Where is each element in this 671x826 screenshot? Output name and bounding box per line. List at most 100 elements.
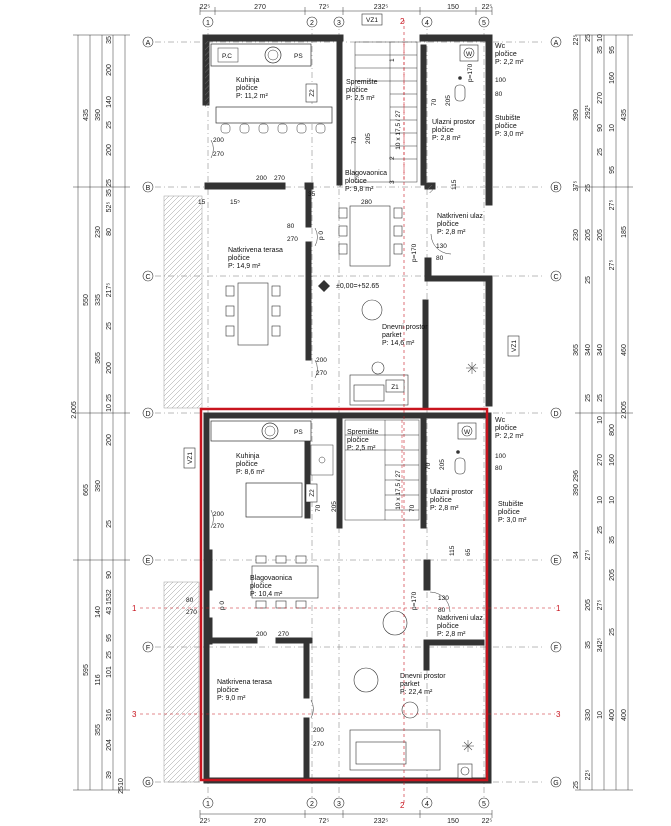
- svg-text:70: 70: [409, 504, 416, 512]
- room-pantry-lower: Spremište pločice P: 2,5 m²: [347, 429, 379, 452]
- svg-text:270: 270: [313, 741, 324, 748]
- svg-text:Natkriveni ulaz: Natkriveni ulaz: [437, 615, 483, 622]
- svg-text:200: 200: [213, 511, 224, 518]
- svg-text:390: 390: [95, 109, 102, 121]
- svg-text:400: 400: [621, 709, 628, 721]
- svg-text:22⁵: 22⁵: [482, 4, 493, 11]
- svg-text:pločice: pločice: [236, 85, 258, 92]
- tag-vz1-top: VZ1: [361, 13, 383, 26]
- svg-text:25: 25: [597, 526, 604, 534]
- svg-text:W: W: [464, 429, 471, 436]
- room-terrace-lower: Natkrivena terasa pločice P: 9,0 m²: [217, 679, 272, 702]
- svg-text:150: 150: [447, 818, 459, 825]
- svg-text:43 1532: 43 1532: [106, 589, 113, 614]
- svg-text:B: B: [146, 185, 151, 192]
- svg-text:270: 270: [274, 175, 285, 182]
- sofa-lower: [349, 729, 441, 771]
- svg-text:3: 3: [337, 20, 341, 27]
- svg-text:VZ1: VZ1: [366, 17, 378, 24]
- svg-text:342⁵: 342⁵: [597, 638, 604, 653]
- svg-text:1: 1: [206, 20, 210, 27]
- svg-text:pločice: pločice: [236, 461, 258, 468]
- svg-text:Dnevni prostor: Dnevni prostor: [382, 324, 428, 331]
- svg-text:Natkrivena terasa: Natkrivena terasa: [228, 247, 283, 254]
- svg-text:25: 25: [597, 394, 604, 402]
- svg-text:270: 270: [597, 454, 604, 466]
- svg-text:Blagovaonica: Blagovaonica: [345, 170, 387, 177]
- svg-text:22⁵: 22⁵: [200, 818, 211, 825]
- svg-text:80: 80: [106, 228, 113, 236]
- svg-text:P: 11,2 m²: P: 11,2 m²: [236, 93, 268, 100]
- section-markers: 1 3 1 3 2 2: [132, 17, 561, 810]
- dimension-left-labels: 2.005 435 550 665 595 390 230 335 365 39…: [71, 36, 125, 794]
- svg-text:270: 270: [287, 236, 298, 243]
- svg-text:390: 390: [95, 480, 102, 492]
- svg-text:3: 3: [556, 710, 561, 719]
- plant-icon-lower: [462, 740, 474, 752]
- svg-text:15⁵: 15⁵: [230, 199, 240, 206]
- svg-text:205: 205: [365, 133, 372, 144]
- svg-text:27⁵: 27⁵: [609, 260, 616, 271]
- svg-text:115: 115: [451, 179, 458, 190]
- svg-text:25: 25: [106, 179, 113, 187]
- svg-text:200: 200: [316, 357, 327, 364]
- room-wc-lower: Wc pločice P: 2,2 m²: [495, 417, 524, 440]
- svg-text:A: A: [146, 40, 151, 47]
- tag-z1: Z1: [385, 379, 405, 393]
- svg-text:10: 10: [118, 778, 125, 786]
- svg-text:200: 200: [106, 64, 113, 76]
- svg-text:270: 270: [213, 151, 224, 158]
- svg-text:±0,00=+52.65: ±0,00=+52.65: [336, 283, 379, 290]
- svg-text:pločice: pločice: [430, 497, 452, 504]
- svg-text:25: 25: [106, 121, 113, 129]
- svg-text:270: 270: [254, 4, 266, 11]
- svg-text:p 0: p 0: [219, 601, 226, 610]
- svg-text:pločice: pločice: [495, 51, 517, 58]
- svg-text:115: 115: [449, 545, 456, 556]
- pc-tag: P.C: [222, 53, 232, 60]
- svg-text:80: 80: [438, 607, 446, 614]
- svg-text:316: 316: [106, 709, 113, 721]
- svg-text:Stubište: Stubište: [498, 501, 523, 508]
- svg-text:Kuhinja: Kuhinja: [236, 453, 259, 460]
- column-markers: 1 2 3 4 5 1 2 3 4 5: [202, 16, 490, 809]
- svg-text:70: 70: [351, 136, 358, 144]
- svg-text:P: 2,5 m²: P: 2,5 m²: [347, 445, 376, 452]
- dimension-bottom-labels: 22⁵ 270 72⁵ 232⁵ 150 22⁵: [200, 818, 493, 825]
- svg-text:1: 1: [206, 801, 210, 808]
- svg-text:200: 200: [256, 631, 267, 638]
- tag-z2-lower: Z2: [305, 483, 318, 503]
- svg-text:270: 270: [186, 609, 197, 616]
- svg-text:39: 39: [106, 771, 113, 779]
- svg-text:parket: parket: [400, 681, 420, 688]
- svg-text:4: 4: [425, 20, 429, 27]
- svg-text:340: 340: [585, 344, 592, 356]
- svg-text:22⁵: 22⁵: [573, 35, 580, 46]
- svg-text:270: 270: [213, 523, 224, 530]
- svg-text:90: 90: [106, 571, 113, 579]
- svg-text:230: 230: [573, 229, 580, 241]
- svg-text:P: 2,8 m²: P: 2,8 m²: [437, 631, 466, 638]
- svg-text:4: 4: [425, 801, 429, 808]
- svg-text:Kuhinja: Kuhinja: [236, 77, 259, 84]
- svg-text:595: 595: [83, 664, 90, 676]
- svg-text:G: G: [553, 780, 558, 787]
- svg-text:Natkrivena terasa: Natkrivena terasa: [217, 679, 272, 686]
- svg-text:Spremište: Spremište: [347, 429, 379, 436]
- svg-text:3: 3: [132, 710, 137, 719]
- plant-icon-upper: [466, 362, 478, 374]
- svg-text:5: 5: [482, 20, 486, 27]
- svg-text:Wc: Wc: [495, 43, 506, 50]
- svg-text:p 0: p 0: [318, 231, 325, 240]
- svg-text:355: 355: [95, 724, 102, 736]
- svg-text:10: 10: [106, 404, 113, 412]
- svg-text:205: 205: [585, 599, 592, 611]
- svg-text:80: 80: [287, 223, 295, 230]
- room-terrace-upper: Natkrivena terasa pločice P: 14,9 m²: [228, 247, 283, 270]
- svg-text:VZ1: VZ1: [187, 452, 194, 464]
- tag-vz1-right: VZ1: [507, 335, 520, 357]
- stairs-lower: [344, 419, 420, 521]
- svg-text:205: 205: [331, 501, 338, 512]
